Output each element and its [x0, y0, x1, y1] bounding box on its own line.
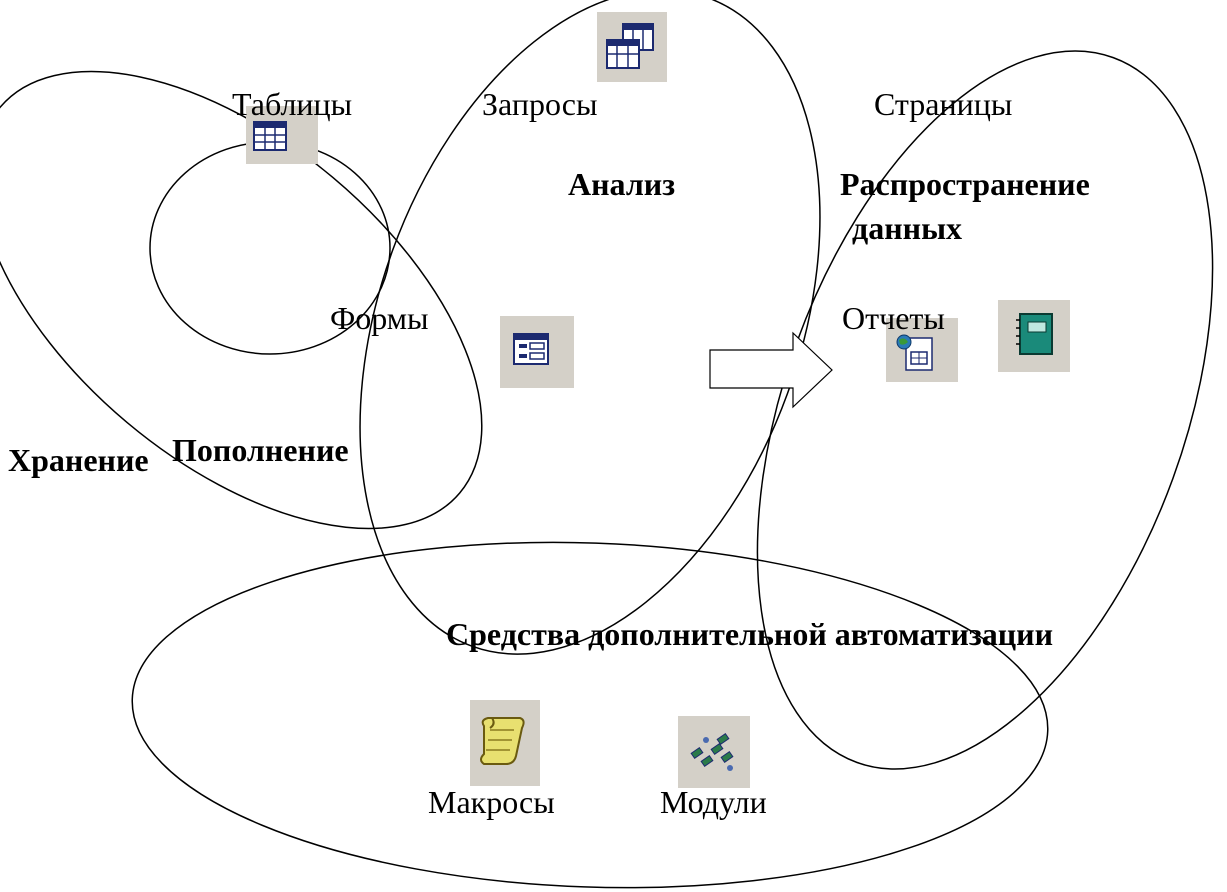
macro-icon [470, 700, 540, 786]
pages-label: Страницы [874, 86, 1013, 122]
macros-label: Макросы [428, 784, 555, 820]
replenishment-label: Пополнение [172, 432, 349, 468]
storage-ellipse [0, 70, 483, 530]
forms-label: Формы [330, 300, 429, 336]
queries-label: Запросы [482, 86, 598, 122]
automation-ellipse [131, 541, 1049, 889]
module-icon [678, 716, 750, 788]
distribution-label: Распространение [840, 166, 1090, 202]
report-icon [998, 300, 1070, 372]
tables-label: Таблицы [232, 86, 353, 122]
modules-label: Модули [660, 784, 767, 820]
page-icon [886, 318, 958, 382]
form-icon [500, 316, 574, 388]
analysis-ellipse [359, 0, 821, 655]
distribution-label-line2: данных [852, 210, 963, 246]
automation-label: Средства дополнительной автоматизации [446, 616, 1054, 652]
flow-arrow [709, 331, 833, 409]
query-icon [597, 12, 667, 82]
storage-label: Хранение [8, 442, 149, 478]
reports-label: Отчеты [842, 300, 945, 336]
distribution-ellipse [756, 50, 1214, 770]
table-icon [246, 106, 318, 164]
analysis-label: Анализ [568, 166, 676, 202]
